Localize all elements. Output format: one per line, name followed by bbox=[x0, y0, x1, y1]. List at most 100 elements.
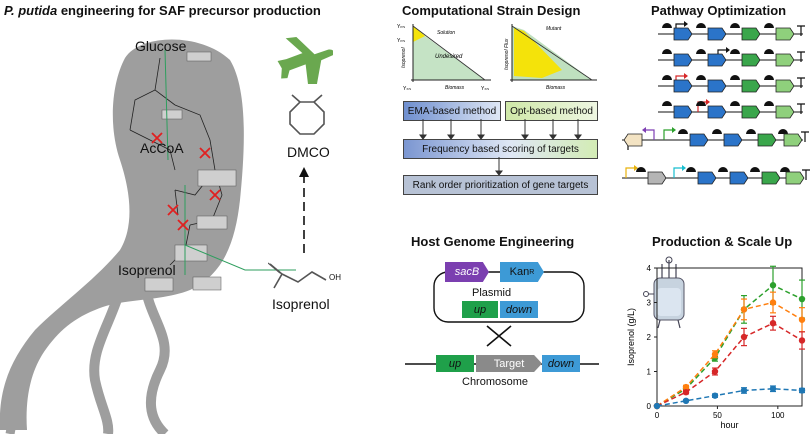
y-tick-label: 0 bbox=[647, 402, 652, 411]
sacb-gene-label: sacB bbox=[454, 266, 480, 278]
isoprenol-molecule-label: Isoprenol bbox=[272, 296, 330, 312]
flagellum-1 bbox=[140, 284, 170, 434]
conversion-arrow bbox=[299, 167, 309, 253]
plasmid-down-label: down bbox=[505, 303, 533, 316]
data-point bbox=[798, 295, 806, 303]
series-line-2 bbox=[656, 322, 803, 407]
host-genome-title: Host Genome Engineering bbox=[411, 234, 575, 249]
plot1-xlabel: Biomass bbox=[445, 85, 465, 91]
production-title: Production & Scale Up bbox=[652, 234, 793, 249]
dmco-label: DMCO bbox=[287, 144, 330, 160]
plot2-ylabel: Isoprenol Flux bbox=[504, 38, 510, 70]
crossover-icon bbox=[486, 325, 512, 347]
data-point bbox=[740, 387, 748, 394]
construct-row-2 bbox=[658, 47, 806, 67]
construct-row-1 bbox=[658, 21, 806, 41]
svg-text:YP/S: YP/S bbox=[397, 38, 405, 44]
svg-text:YX/S: YX/S bbox=[481, 86, 489, 92]
production-chart: 0 1 2 3 4 0 50 100 hour Isoprenol (g/L) bbox=[626, 256, 806, 430]
chromosome-down-arm: down bbox=[542, 355, 580, 372]
kanr-superscript: R bbox=[529, 268, 535, 276]
series-line-1 bbox=[656, 301, 803, 407]
series-line-3 bbox=[656, 387, 803, 407]
svg-text:YX/S: YX/S bbox=[403, 86, 411, 92]
data-point bbox=[682, 389, 690, 396]
plot1-solution-text: Solution bbox=[437, 30, 455, 36]
chromosome-target: Target bbox=[476, 355, 542, 372]
plasmid-label: Plasmid bbox=[472, 287, 512, 299]
bioreactor-icon bbox=[643, 256, 685, 329]
cell-illustration bbox=[0, 39, 296, 434]
x-tick-label: 50 bbox=[713, 411, 722, 420]
data-point bbox=[769, 385, 777, 392]
knockout-marks bbox=[151, 132, 221, 231]
data-point bbox=[798, 316, 806, 323]
flagellum-2 bbox=[89, 288, 125, 434]
construct-row-6 bbox=[622, 165, 811, 185]
data-point bbox=[769, 320, 777, 327]
x-tick-label: 0 bbox=[655, 411, 660, 420]
airplane-icon bbox=[277, 37, 333, 84]
data-point bbox=[740, 333, 748, 341]
flagellum-3 bbox=[5, 317, 64, 434]
data-point bbox=[798, 387, 806, 394]
title-organism: P. putida bbox=[4, 3, 58, 18]
ema-method-box: EMA-based method bbox=[403, 101, 501, 121]
data-point bbox=[653, 402, 661, 410]
series-line-0 bbox=[656, 284, 803, 407]
plot1-undesired-text: Undesired bbox=[435, 54, 463, 60]
plasmid-up-label: up bbox=[473, 303, 487, 316]
data-point bbox=[769, 282, 777, 289]
isoprenol-cell-label: Isoprenol bbox=[118, 262, 176, 278]
construct-row-3 bbox=[658, 73, 806, 93]
flux-plot-2: Mutant Biomass Isoprenol Flux bbox=[504, 24, 597, 91]
glucose-label: Glucose bbox=[135, 38, 187, 54]
x-axis-label: hour bbox=[720, 420, 738, 430]
x-tick-label: 100 bbox=[771, 411, 785, 420]
frequency-scoring-box: Frequency based scoring of targets bbox=[403, 139, 598, 159]
y-tick-label: 4 bbox=[647, 264, 652, 273]
data-point bbox=[798, 337, 806, 344]
rank-order-box: Rank order prioritization of gene target… bbox=[403, 175, 598, 195]
isoprenol-molecule bbox=[268, 262, 327, 289]
plot1-ylabel: Isoprenol bbox=[401, 47, 407, 68]
chromosome-down-label: down bbox=[547, 357, 575, 370]
svg-text:YP/S: YP/S bbox=[397, 24, 405, 30]
strain-design-title: Computational Strain Design bbox=[402, 3, 581, 18]
plot2-mutant-text: Mutant bbox=[546, 26, 562, 32]
chromosome-up-arm: up bbox=[436, 355, 474, 372]
title-rest: engineering for SAF precursor production bbox=[57, 3, 321, 18]
left-panel-title: P. putida engineering for SAF precursor … bbox=[4, 3, 321, 18]
gene-constructs bbox=[622, 21, 811, 185]
dmco-molecule bbox=[289, 94, 325, 135]
data-point bbox=[711, 392, 719, 399]
chromosome-up-label: up bbox=[448, 357, 462, 370]
chromosome-target-label: Target bbox=[493, 357, 525, 370]
y-axis-label: Isoprenol (g/L) bbox=[626, 308, 636, 366]
data-point bbox=[711, 368, 719, 375]
flux-lines bbox=[164, 49, 296, 275]
plasmid-down-arm: down bbox=[500, 301, 538, 318]
data-point bbox=[711, 351, 719, 358]
plasmid-up-arm: up bbox=[462, 301, 498, 318]
chromosome-label: Chromosome bbox=[462, 376, 529, 388]
hydroxyl-label: OH bbox=[329, 273, 341, 282]
sacb-gene: sacB bbox=[445, 262, 489, 282]
data-point bbox=[682, 383, 690, 391]
data-point bbox=[740, 306, 748, 313]
opt-method-box: Opt-based method bbox=[505, 101, 598, 121]
accoa-label: AcCoA bbox=[140, 140, 184, 156]
data-point bbox=[769, 299, 777, 306]
strain-flow-arrows bbox=[419, 119, 582, 175]
pathway-boxes bbox=[144, 51, 237, 292]
cell-body bbox=[0, 39, 244, 430]
kanr-gene-label: Kan bbox=[509, 266, 530, 278]
y-tick-label: 1 bbox=[647, 368, 652, 377]
construct-row-5 bbox=[622, 127, 810, 150]
y-tick-label: 2 bbox=[647, 333, 652, 342]
data-point bbox=[682, 397, 690, 405]
pathway-title: Pathway Optimization bbox=[651, 3, 787, 18]
y-tick-label: 3 bbox=[647, 299, 652, 308]
flux-plot-1: Solution Undesired Biomass Isoprenol YP/… bbox=[397, 24, 491, 92]
